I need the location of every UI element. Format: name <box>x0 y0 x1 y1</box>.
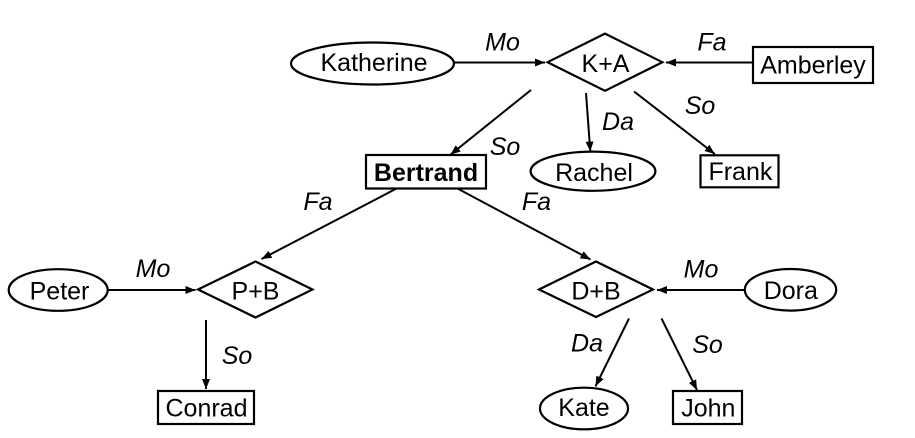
svg-text:So: So <box>490 133 521 161</box>
svg-text:Frank: Frank <box>708 158 772 186</box>
svg-text:Mo: Mo <box>485 29 520 57</box>
svg-text:P+B: P+B <box>232 278 280 306</box>
svg-text:John: John <box>681 395 735 423</box>
svg-text:Amberley: Amberley <box>760 52 866 80</box>
svg-text:Da: Da <box>602 108 634 136</box>
svg-text:So: So <box>685 92 716 120</box>
svg-text:Fa: Fa <box>522 188 551 216</box>
svg-text:D+B: D+B <box>571 278 620 306</box>
svg-text:Conrad: Conrad <box>166 395 248 423</box>
svg-text:Rachel: Rachel <box>555 159 633 187</box>
svg-text:Mo: Mo <box>684 256 719 284</box>
svg-text:Fa: Fa <box>697 29 726 57</box>
svg-text:So: So <box>222 342 253 370</box>
svg-text:Bertrand: Bertrand <box>374 159 478 187</box>
svg-text:K+A: K+A <box>582 50 630 78</box>
svg-text:Mo: Mo <box>136 255 171 283</box>
svg-text:So: So <box>692 331 723 359</box>
svg-text:Katherine: Katherine <box>320 49 427 77</box>
svg-text:Peter: Peter <box>30 277 90 305</box>
svg-text:Da: Da <box>571 330 603 358</box>
svg-text:Fa: Fa <box>303 188 332 216</box>
svg-text:Dora: Dora <box>764 277 818 305</box>
svg-text:Kate: Kate <box>558 394 609 422</box>
